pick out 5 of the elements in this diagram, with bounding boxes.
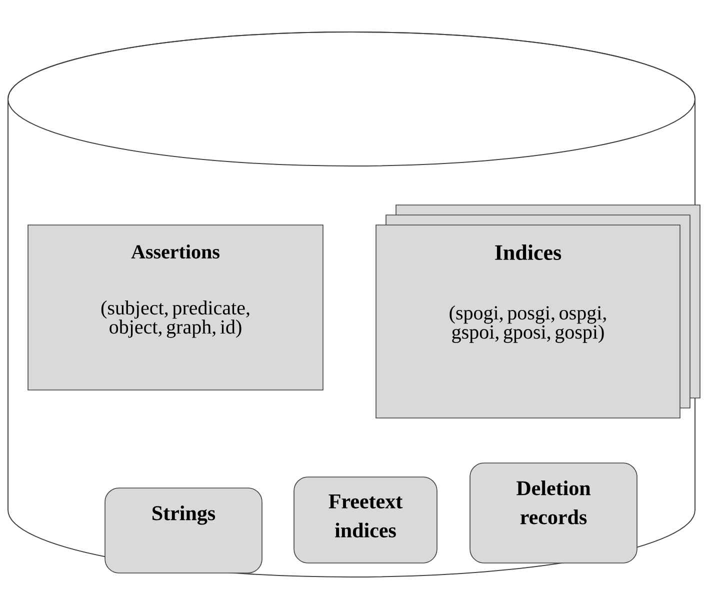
storage-box: Assertions (subject, predicate, object, graph, id) [28, 224, 324, 390]
storage-box: Deletion records [470, 462, 638, 564]
storage-box: Freetext indices [294, 476, 438, 564]
storage-box: Strings [104, 488, 262, 574]
stacked-box: Indices (spogi, posgi, ospgi, gspoi, gposi, gospi) [376, 204, 700, 418]
